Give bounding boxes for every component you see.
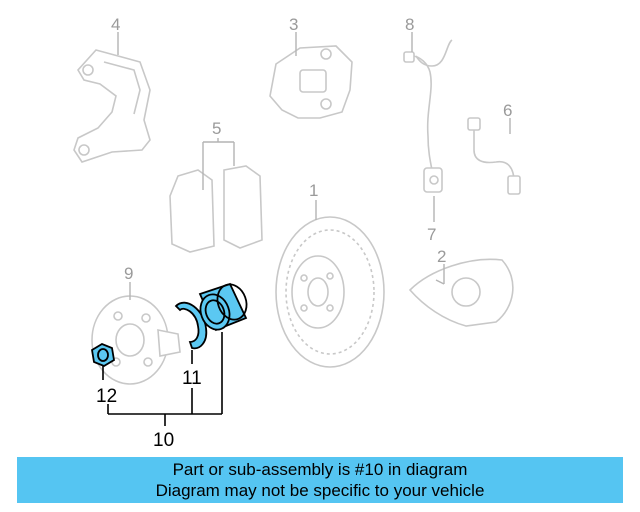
axle-nut-part-12[interactable]: 12 [91, 342, 117, 407]
caliper-bracket-part-4: 4 [73, 15, 151, 163]
callout-4: 4 [111, 15, 120, 34]
assembly-bracket-10: 10 [107, 388, 222, 451]
banner-line-1: Part or sub-assembly is #10 in diagram [172, 460, 468, 479]
callout-9: 9 [124, 264, 133, 283]
callout-3: 3 [289, 15, 298, 34]
brake-pads-part-5: 5 [169, 119, 263, 253]
callout-2: 2 [437, 247, 446, 266]
snap-ring-part-11[interactable]: 11 [174, 301, 208, 389]
callout-7: 7 [427, 225, 436, 244]
callout-8: 8 [405, 15, 414, 34]
callout-6: 6 [503, 101, 512, 120]
wheel-bearing-part-10[interactable] [196, 280, 252, 414]
brake-hose-part-6: 6 [467, 101, 521, 195]
callout-5: 5 [212, 119, 221, 138]
callout-12: 12 [96, 386, 117, 407]
info-banner: Part or sub-assembly is #10 in diagram D… [17, 457, 623, 503]
banner-line-2: Diagram may not be specific to your vehi… [155, 481, 485, 500]
brake-rotor-part-1: 1 [275, 181, 385, 368]
callout-1: 1 [309, 181, 318, 200]
callout-10: 10 [153, 430, 174, 451]
parts-diagram: 4 3 8 7 6 5 [73, 15, 521, 451]
abs-sensor-part-8: 8 7 [403, 15, 453, 244]
splash-shield-part-2: 2 [408, 247, 514, 327]
caliper-part-3: 3 [269, 15, 353, 119]
callout-11: 11 [182, 368, 202, 389]
